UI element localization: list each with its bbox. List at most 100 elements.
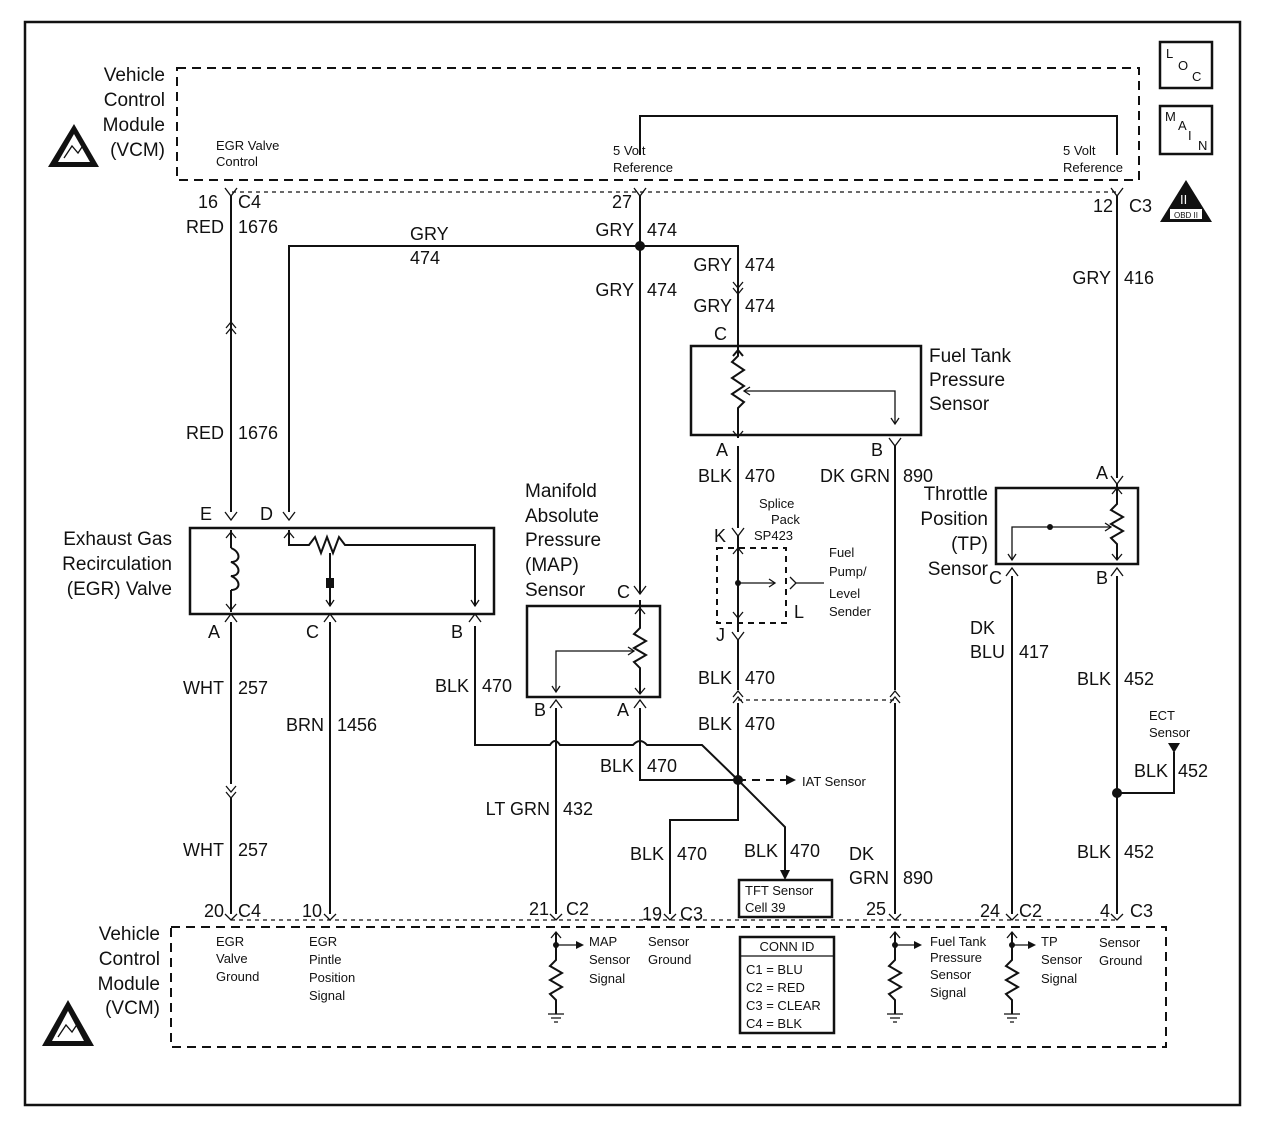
svg-text:EGR Valve: EGR Valve	[216, 138, 279, 153]
svg-text:Sensor: Sensor	[1149, 725, 1191, 740]
wire-label-blk-452-a: BLK 452	[1077, 669, 1154, 689]
svg-text:B: B	[534, 700, 546, 720]
svg-text:RED: RED	[186, 423, 224, 443]
reference-bus	[639, 115, 1118, 155]
wire-label-dk-grn-890-b: DK GRN 890	[849, 844, 933, 888]
svg-text:LT GRN: LT GRN	[486, 799, 550, 819]
svg-text:Control: Control	[216, 154, 258, 169]
pin-4-c3: 4 C3	[1100, 901, 1153, 921]
svg-text:A: A	[617, 700, 629, 720]
wire-label-blk-470-19: BLK 470	[630, 844, 707, 864]
svg-text:Fuel Tank: Fuel Tank	[929, 346, 1012, 367]
svg-text:GRY: GRY	[1072, 268, 1111, 288]
svg-text:A: A	[208, 622, 220, 642]
wire-blk-470-tft	[737, 779, 786, 872]
svg-text:Ground: Ground	[1099, 953, 1142, 968]
pin-24-c2: 24 C2	[980, 901, 1042, 921]
svg-text:Ground: Ground	[648, 952, 691, 967]
svg-text:Splice: Splice	[759, 496, 794, 511]
fuel-tank-pressure-signal-circuit: Fuel Tank Pressure Sensor Signal	[887, 930, 987, 1023]
svg-text:474: 474	[745, 255, 775, 275]
svg-text:Position: Position	[309, 970, 355, 985]
svg-text:C1 = BLU: C1 = BLU	[746, 962, 803, 977]
wire-label-gry-474-a: GRY 474	[693, 255, 775, 275]
pin-19-c3: 19 C3	[642, 904, 703, 924]
svg-text:C: C	[1192, 69, 1201, 84]
egr-valve-ground-label: EGR Valve Ground	[216, 934, 259, 984]
svg-text:Pressure: Pressure	[929, 370, 1005, 391]
svg-text:4: 4	[1100, 901, 1110, 921]
svg-text:5 Volt: 5 Volt	[1063, 143, 1096, 158]
svg-text:452: 452	[1124, 669, 1154, 689]
svg-text:WHT: WHT	[183, 840, 224, 860]
svg-text:474: 474	[745, 296, 775, 316]
svg-text:Signal: Signal	[589, 971, 625, 986]
svg-text:N: N	[1198, 138, 1207, 153]
svg-text:Sensor: Sensor	[929, 394, 990, 415]
wire-label-wht-257-lower: WHT 257	[183, 840, 268, 860]
svg-text:16: 16	[198, 192, 218, 212]
obd-ii-icon: II OBD II	[1160, 180, 1212, 222]
svg-text:C3: C3	[680, 904, 703, 924]
wire-gry-474-egr	[288, 245, 640, 512]
svg-text:C4: C4	[238, 901, 261, 921]
svg-text:25: 25	[866, 899, 886, 919]
svg-text:(EGR) Valve: (EGR) Valve	[67, 579, 172, 600]
svg-text:M: M	[1165, 109, 1176, 124]
svg-text:12: 12	[1093, 196, 1113, 216]
pin-16-c4: 16 C4	[198, 187, 261, 212]
wire-label-brn-1456: BRN 1456	[286, 715, 377, 735]
esd-warning-icon	[48, 124, 99, 167]
svg-text:D: D	[260, 504, 273, 524]
svg-text:Signal: Signal	[930, 985, 966, 1000]
svg-text:Level: Level	[829, 586, 860, 601]
wire-label-gry-474-b: GRY 474	[693, 296, 775, 316]
esd-warning-icon-bottom	[42, 1000, 94, 1046]
svg-text:Fuel Tank: Fuel Tank	[930, 934, 987, 949]
svg-text:Fuel: Fuel	[829, 545, 854, 560]
svg-text:GRY: GRY	[693, 296, 732, 316]
inline-connector-wht	[225, 785, 237, 800]
svg-text:C3 = CLEAR: C3 = CLEAR	[746, 998, 821, 1013]
svg-text:C2 = RED: C2 = RED	[746, 980, 805, 995]
pin-25: 25	[866, 899, 902, 921]
svg-text:Reference: Reference	[613, 160, 673, 175]
svg-text:TP: TP	[1041, 934, 1058, 949]
svg-text:1456: 1456	[337, 715, 377, 735]
pin-20-c4: 20 C4	[204, 901, 261, 921]
iat-sensor-label: IAT Sensor	[802, 774, 866, 789]
svg-text:Sensor: Sensor	[1041, 952, 1083, 967]
splice-pack-sp423: Splice Pack SP423 K J L	[714, 496, 824, 645]
throttle-position-sensor: Throttle Position (TP) Sensor A C B	[920, 463, 1140, 588]
svg-text:J: J	[716, 625, 725, 645]
ect-sensor-label: ECT Sensor	[1149, 708, 1191, 740]
svg-text:Valve: Valve	[216, 951, 248, 966]
svg-text:C2: C2	[1019, 901, 1042, 921]
svg-text:Manifold: Manifold	[525, 481, 597, 502]
svg-text:19: 19	[642, 904, 662, 924]
vcm-top-box	[176, 67, 1140, 181]
svg-text:470: 470	[647, 756, 677, 776]
svg-text:Exhaust Gas: Exhaust Gas	[63, 529, 172, 550]
svg-text:C4 = BLK: C4 = BLK	[746, 1016, 802, 1031]
svg-text:BLK: BLK	[1077, 842, 1111, 862]
svg-text:K: K	[714, 526, 726, 546]
svg-text:Cell 39: Cell 39	[745, 900, 785, 915]
conn-id-table: CONN ID C1 = BLU C2 = RED C3 = CLEAR C4 …	[738, 935, 836, 1035]
svg-text:Ground: Ground	[216, 969, 259, 984]
wire-blk-470-19	[669, 780, 739, 914]
svg-text:470: 470	[745, 668, 775, 688]
svg-text:C: C	[714, 324, 727, 344]
svg-text:II: II	[1180, 192, 1187, 207]
pin-10: 10	[302, 901, 337, 921]
svg-text:BLK: BLK	[600, 756, 634, 776]
wire-label-blk-470-b: BLK 470	[698, 714, 775, 734]
egr-valve-control-label: EGR Valve Control	[216, 138, 279, 169]
wire-label-gry-474-27: GRY 474	[595, 220, 677, 240]
svg-text:C2: C2	[566, 899, 589, 919]
wire-label-red-1676-lower: RED 1676	[186, 423, 278, 443]
svg-text:DK: DK	[849, 844, 874, 864]
svg-text:Pack: Pack	[771, 512, 800, 527]
svg-text:(VCM): (VCM)	[110, 140, 165, 161]
svg-text:B: B	[451, 622, 463, 642]
